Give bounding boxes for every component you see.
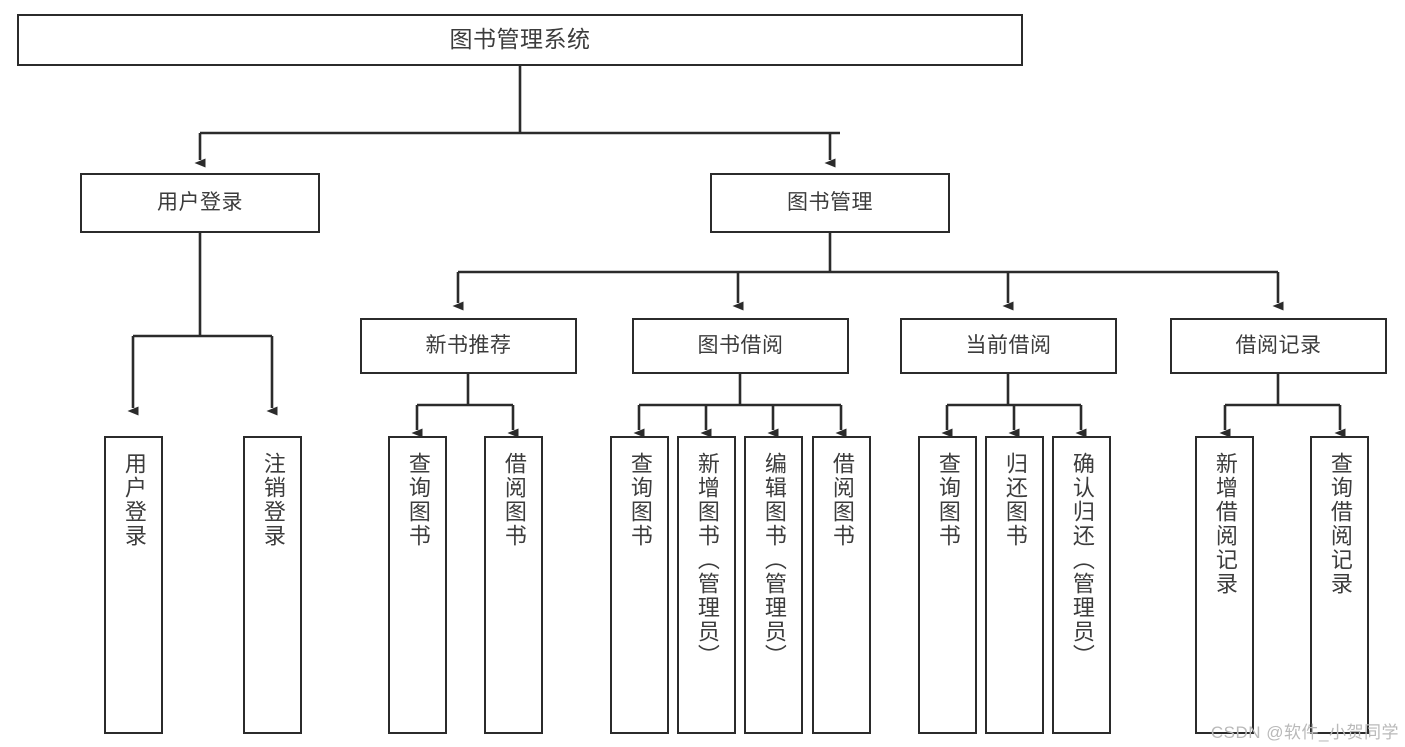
node-label: 查询图书 — [627, 452, 653, 548]
node-borrow-records[interactable]: 借阅记录 — [1170, 318, 1387, 374]
node-label: 新增图书（管理员） — [694, 452, 720, 668]
node-label: 借阅记录 — [1235, 334, 1322, 358]
node-label: 用户登录 — [121, 452, 147, 548]
node-label: 新增借阅记录 — [1212, 452, 1238, 596]
leaf-logout[interactable]: 注销登录 — [243, 436, 302, 734]
node-label: 图书管理 — [787, 191, 873, 215]
node-label: 确认归还（管理员） — [1069, 452, 1095, 668]
node-label: 查询图书 — [405, 452, 431, 548]
leaf-borrow-borrow-books[interactable]: 借阅图书 — [812, 436, 871, 734]
leaf-records-add-record[interactable]: 新增借阅记录 — [1195, 436, 1254, 734]
leaf-borrow-edit-book-admin[interactable]: 编辑图书（管理员） — [744, 436, 803, 734]
node-label: 借阅图书 — [501, 452, 527, 548]
node-label: 当前借阅 — [965, 334, 1052, 358]
node-label: 注销登录 — [260, 452, 286, 548]
leaf-current-confirm-return-admin[interactable]: 确认归还（管理员） — [1052, 436, 1111, 734]
leaf-current-return-books[interactable]: 归还图书 — [985, 436, 1044, 734]
node-new-book-recommend[interactable]: 新书推荐 — [360, 318, 577, 374]
watermark: CSDN @软件_小贺同学 — [1210, 723, 1399, 742]
node-label: 新书推荐 — [425, 334, 512, 358]
node-label: 图书借阅 — [697, 334, 784, 358]
leaf-records-query-record[interactable]: 查询借阅记录 — [1310, 436, 1369, 734]
node-label: 查询借阅记录 — [1327, 452, 1353, 596]
leaf-newbook-borrow-books[interactable]: 借阅图书 — [484, 436, 543, 734]
node-label: 借阅图书 — [829, 452, 855, 548]
leaf-user-login[interactable]: 用户登录 — [104, 436, 163, 734]
node-label: 编辑图书（管理员） — [761, 452, 787, 668]
node-current-borrow[interactable]: 当前借阅 — [900, 318, 1117, 374]
leaf-current-query-books[interactable]: 查询图书 — [918, 436, 977, 734]
node-book-borrow[interactable]: 图书借阅 — [632, 318, 849, 374]
leaf-borrow-add-book-admin[interactable]: 新增图书（管理员） — [677, 436, 736, 734]
node-label: 查询图书 — [935, 452, 961, 548]
node-user-login[interactable]: 用户登录 — [80, 173, 320, 233]
node-root-system[interactable]: 图书管理系统 — [17, 14, 1023, 66]
node-label: 图书管理系统 — [449, 26, 591, 53]
leaf-newbook-query-books[interactable]: 查询图书 — [388, 436, 447, 734]
node-book-management[interactable]: 图书管理 — [710, 173, 950, 233]
leaf-borrow-query-books[interactable]: 查询图书 — [610, 436, 669, 734]
node-label: 用户登录 — [157, 191, 243, 215]
node-label: 归还图书 — [1002, 452, 1028, 548]
